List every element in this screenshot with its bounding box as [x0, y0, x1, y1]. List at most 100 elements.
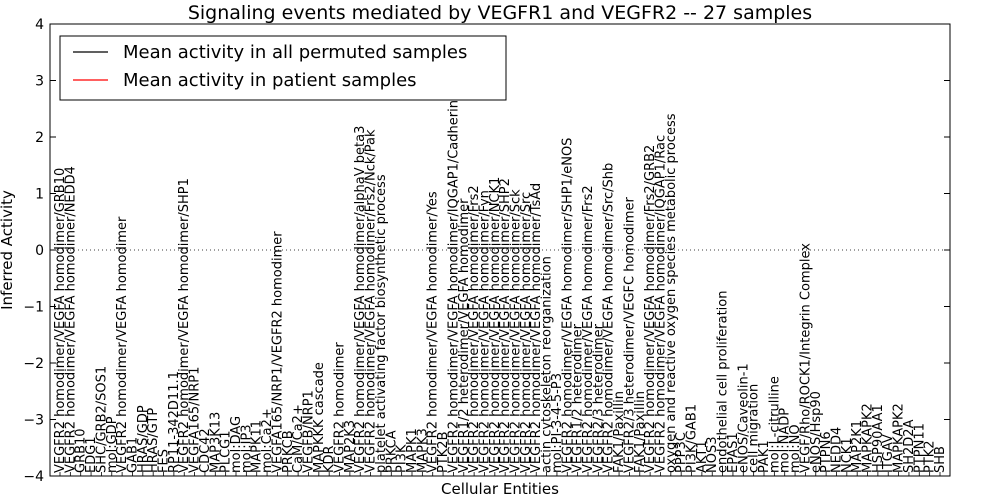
category-label: NOS3: [705, 437, 720, 473]
category-label: PPP3C: [674, 432, 689, 473]
category-label: MAPK3: [415, 428, 430, 473]
category-label: cell migration: [747, 384, 762, 473]
y-tick-label: −2: [23, 356, 44, 372]
y-tick-label: 4: [35, 17, 44, 33]
category-label: MAPKAPK2: [892, 403, 907, 473]
category-label: FAK1/Paxillin: [633, 391, 648, 473]
category-label: MAP2K1: [850, 420, 865, 473]
category-label: eNOS/Hsp90: [809, 391, 824, 473]
y-tick-label: −4: [23, 469, 44, 485]
category-label: PRKCB: [281, 430, 296, 473]
category-label: VEGFR2 homodimer/VEGFA homodimer/Frs2/Nc…: [364, 129, 379, 473]
category-label: PTPN11: [912, 423, 927, 473]
category-label: VEGFB/NRP1: [301, 390, 316, 473]
category-label: PTK2B: [436, 432, 451, 474]
category-label: EDG1: [84, 436, 99, 473]
category-label: VEGFR2 homodimer/VEGFA homodimer/TsAd: [529, 183, 544, 473]
legend: Mean activity in all permuted samples Me…: [59, 35, 507, 101]
category-label: endothelial cell proliferation: [716, 291, 731, 474]
category-label: VEGFR2 homodimer/VEGFA homodimer/IQGAP1/…: [653, 135, 668, 473]
category-label: mol:PI-3-4-5-P3: [550, 373, 565, 473]
y-tick-label: 3: [35, 74, 44, 90]
category-label: mol:L-citrulline: [767, 376, 782, 473]
axes: −4 −3 −2 −1 0 1 2 3 4: [23, 17, 951, 485]
y-tick-label: 1: [35, 187, 44, 203]
category-label: mol:IP3: [239, 424, 254, 473]
category-label: mol:NO: [788, 424, 803, 473]
y-tick-label: −1: [23, 300, 44, 316]
category-label: VEGFR2 homodimer/VEGFA homodimer/SHP1/eN…: [560, 138, 575, 473]
category-label: platelet activating factor biosynthetic …: [374, 174, 389, 473]
category-label: VEGFR2 homodimer/VEGFA homodimer/alphaV …: [353, 126, 368, 473]
category-label: PRKCA: [384, 430, 399, 473]
category-label: VEGFR2 homodimer/VEGFA homodimer/Fyn: [477, 190, 492, 473]
category-label: VEGFR2 homodimer/VEGFA homodimer/Frs2: [581, 185, 596, 473]
category-label: PAK1: [757, 440, 772, 473]
category-label: VEGFR2 homodimer/VEGFA homodimer/Frs2: [467, 185, 482, 473]
category-labels: VEGFR2 homodimer/VEGFA homodimer/GRB10VE…: [53, 100, 948, 473]
category-label: VEGF/Rho/ROCK1/Integrin Complex: [798, 243, 813, 473]
category-label: FES: [157, 449, 172, 473]
category-label: VEGFA165/NRP1/VEGFR2 homodimer: [270, 231, 285, 473]
chart-title: Signaling events mediated by VEGFR1 and …: [188, 2, 812, 24]
category-label: VEGFR1/2 heterodimer/VEGFA homodimer: [457, 198, 472, 473]
category-label: VEGFA165/NRP1: [188, 367, 203, 473]
category-label: VEGFR2 homodimer/VEGFA homodimer/SHP1: [177, 178, 192, 473]
category-label: MAP2K3: [343, 420, 358, 473]
category-label: mol:NADP: [778, 408, 793, 473]
legend-label-permuted: Mean activity in all permuted samples: [123, 42, 467, 63]
category-label: HRAS/GDP: [136, 405, 151, 473]
category-label: VEGFR2 homodimer/VEGFA homodimer/SHP2: [498, 178, 513, 473]
category-label: SHC/GRB2/SOS1: [94, 366, 109, 473]
category-label: VEGFR2 homodimer/VEGFA homodimer/NEDD4: [63, 166, 78, 473]
category-label: CDC42: [198, 428, 213, 473]
category-label: GAB1: [125, 437, 140, 473]
category-label: eNOS/Caveolin-1: [736, 363, 751, 473]
category-label: VEGFR2 homodimer/VEGFA homodimer/Src/Shb: [602, 163, 617, 473]
category-label: ITGAV: [881, 434, 896, 473]
y-tick-label: 0: [35, 243, 44, 259]
category-label: mol:Ca2+: [260, 408, 275, 473]
category-label: SHB: [933, 446, 948, 473]
category-label: oxygen and reactive oxygen species metab…: [664, 113, 679, 473]
category-label: VEGFR2 homodimer/VEGFA homodimer/Src: [519, 192, 534, 473]
category-label: CaM/Ca2+: [291, 404, 306, 473]
category-label: VEGFR2/3 heterodimer/VEGFC homodimer: [622, 196, 637, 473]
category-label: VEGFR2 homodimer/VEGFA homodimer/GRB10: [53, 168, 68, 473]
category-label: GRB10: [74, 428, 89, 473]
category-label: FAK1/Paxillin: [612, 391, 627, 473]
category-label: PI3K/GAB1: [685, 404, 700, 473]
category-label: VEGFR2 homodimer/VEGFA homodimer: [115, 216, 130, 473]
y-axis-label: Inferred Activity: [0, 190, 16, 310]
legend-label-patient: Mean activity in patient samples: [123, 70, 417, 91]
category-label: PI3K: [395, 444, 410, 473]
legend-box: [59, 35, 507, 101]
category-label: mol:DAG: [229, 416, 244, 473]
category-label: VEGFR2 homodimer/VEGFA homodimer/IQGAP1/…: [446, 100, 461, 473]
x-axis-label: Cellular Entities: [441, 480, 559, 498]
category-label: VEGFR2 homodimer/VEGFA homodimer/NCK1: [488, 177, 503, 473]
category-label: MAPK1: [405, 428, 420, 473]
category-label: RP11-342D11.1: [167, 371, 182, 473]
category-label: MAPKKK cascade: [312, 362, 327, 473]
category-label: SH2D2A: [902, 419, 917, 473]
y-tick-label: −3: [23, 413, 44, 429]
category-label: PTPN6: [819, 431, 834, 473]
category-label: NCK1: [840, 437, 855, 473]
category-label: PLCG1: [219, 430, 234, 473]
category-label: mol:GDP: [105, 416, 120, 473]
category-label: AKT1: [695, 440, 710, 473]
category-label: VEGFR2 homodimer/VEGFA homodimer/Yes: [426, 191, 441, 473]
y-tick-label: 2: [35, 130, 44, 146]
category-label: VEGFR1/2 heterodimer: [571, 323, 586, 473]
category-label: MAPK11: [250, 420, 265, 473]
category-label: KDR: [322, 445, 337, 473]
category-label: HRAS/GTP: [146, 408, 161, 473]
category-label: actin cytoskeleton reorganization: [540, 256, 555, 473]
category-label: MAPKAPK2: [861, 403, 876, 473]
category-label: NEDD4: [829, 427, 844, 473]
category-label: VEGFR2 homodimer/VEGFA homodimer/Frs2/GR…: [643, 145, 658, 473]
category-label: VEGFR2 homodimer/VEGFA homodimer/Sck: [509, 189, 524, 473]
category-label: VEGFR2 homodimer: [333, 342, 348, 473]
